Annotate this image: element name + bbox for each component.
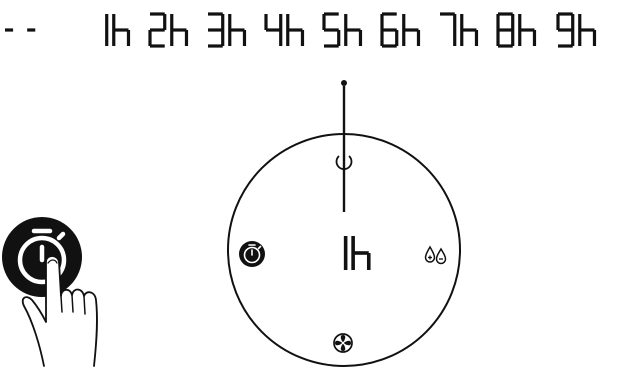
fan-icon — [334, 334, 352, 352]
timer-option-2h: 2h — [150, 14, 186, 46]
callout-dot — [341, 80, 347, 86]
hand-press-illustration — [2, 217, 97, 366]
timer-option-5h: 5h — [324, 14, 360, 46]
timer-option-4h: 4h — [266, 14, 302, 46]
callout-pointer — [341, 80, 347, 212]
timer-option-9h: 9h — [558, 14, 594, 46]
fan-button[interactable] — [334, 334, 352, 352]
timer-button[interactable] — [239, 241, 265, 267]
timer-option-3h: 3h — [208, 14, 244, 46]
timer-option-6h: 6h — [382, 14, 418, 46]
humidity-button[interactable] — [426, 247, 446, 264]
display-digits: 1h — [346, 236, 369, 270]
control-panel: 1h — [228, 134, 460, 366]
timer-icon-large — [2, 217, 82, 297]
timer-options-row: - -1h2h3h4h5h6h7h8h9h — [5, 14, 594, 46]
timer-icon — [239, 241, 265, 267]
timer-display-value: 1h — [346, 236, 369, 270]
timer-option-1h: 1h — [107, 14, 129, 46]
humidity-drops-icon — [426, 247, 446, 264]
timer-option-7h: 7h — [440, 14, 476, 46]
timer-option-8h: 8h — [498, 14, 534, 46]
